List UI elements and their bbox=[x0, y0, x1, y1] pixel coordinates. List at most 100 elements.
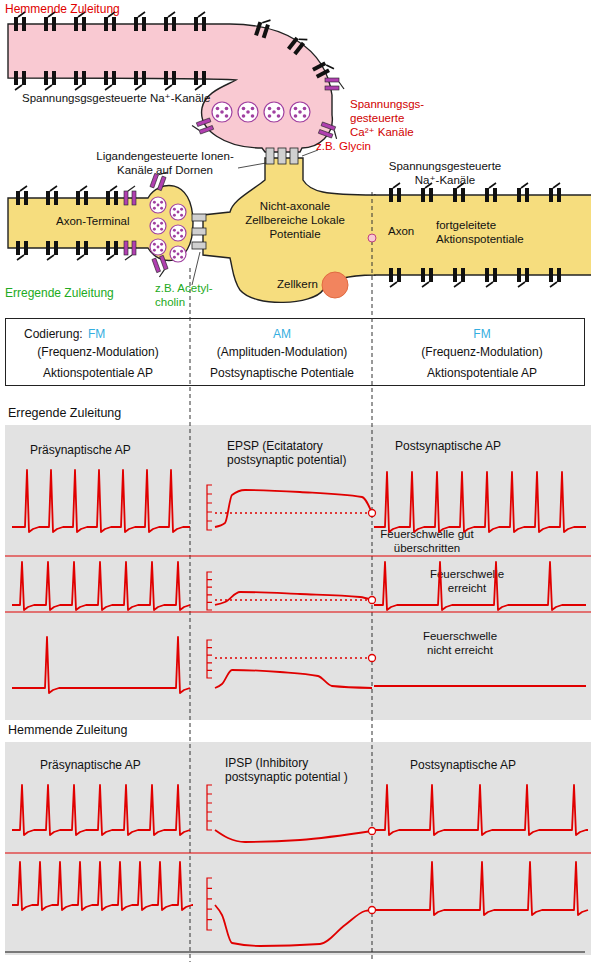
channel-part bbox=[202, 17, 206, 31]
channel-part bbox=[112, 17, 116, 31]
channel-part bbox=[199, 125, 214, 134]
channel-part bbox=[52, 71, 56, 85]
synaptic-vesicle bbox=[264, 102, 284, 122]
node-text: (Frequenz-Modulation) bbox=[421, 345, 542, 359]
channel-gate bbox=[138, 12, 145, 17]
channel-part bbox=[74, 17, 78, 31]
channel-part bbox=[52, 17, 56, 31]
channel-part bbox=[14, 71, 18, 85]
transmitter-dot bbox=[268, 107, 272, 111]
channel-part bbox=[164, 71, 168, 85]
channel-gate bbox=[198, 12, 205, 17]
transmitter-dot bbox=[246, 110, 250, 114]
channel-gate bbox=[75, 85, 82, 90]
channel-part bbox=[82, 71, 86, 85]
node-text: (Amplituden-Modulation) bbox=[217, 345, 348, 359]
channel-part bbox=[254, 21, 262, 36]
node-text: AM bbox=[273, 327, 291, 341]
channel-gate bbox=[80, 186, 87, 191]
leader-line bbox=[302, 150, 318, 156]
cell-body: ZellkernNicht-axonale Zellbereiche Lokal… bbox=[195, 150, 377, 310]
channel-part bbox=[325, 86, 339, 90]
node-text: Axon bbox=[388, 225, 414, 239]
channel-gate bbox=[15, 85, 22, 90]
sodium-channel bbox=[134, 71, 146, 90]
channel-part bbox=[44, 71, 48, 85]
channel-part bbox=[196, 118, 211, 127]
node-text: Postsynaptische AP bbox=[410, 758, 516, 772]
channel-part bbox=[112, 71, 116, 85]
channel-part bbox=[312, 61, 326, 71]
channel-gate bbox=[45, 85, 52, 90]
sodium-channel bbox=[104, 71, 116, 90]
transmitter-dot bbox=[272, 110, 276, 114]
channel-gate bbox=[262, 18, 270, 25]
node-text: (Frequenz-Modulation) bbox=[37, 345, 158, 359]
annotation-label: Ligandengesteuerte Ionen-Kanäle auf Dorn… bbox=[90, 150, 240, 178]
node-text: Präsynaptische AP bbox=[40, 758, 141, 772]
node-text: Feuerschwelle nicht erreicht bbox=[415, 630, 505, 658]
channel-part bbox=[152, 258, 161, 273]
transmitter-dot bbox=[303, 107, 307, 111]
sodium-channel bbox=[44, 71, 56, 90]
sodium-channel bbox=[134, 12, 146, 31]
transmitter-dot bbox=[251, 114, 255, 118]
channel-gate bbox=[326, 63, 334, 72]
channel-gate bbox=[390, 282, 397, 287]
node-text: Zellkern bbox=[277, 278, 318, 292]
channel-gate bbox=[165, 85, 172, 90]
leader-line bbox=[238, 163, 266, 168]
channel-part bbox=[82, 17, 86, 31]
channel-gate bbox=[107, 255, 114, 260]
channel-part bbox=[318, 129, 333, 138]
transmitter-dot bbox=[303, 114, 307, 118]
node-text: FM bbox=[88, 327, 105, 341]
channel-gate bbox=[135, 85, 142, 90]
channel-part bbox=[22, 71, 26, 85]
axon: Axonfortgeleitete Aktionspotentiale bbox=[374, 195, 591, 275]
inhibitory-axon bbox=[8, 24, 332, 152]
transmitter-dot bbox=[242, 107, 246, 111]
node-text: Feuerschwelle erreicht bbox=[422, 568, 512, 596]
channel-gate bbox=[553, 183, 560, 188]
channel-part bbox=[104, 71, 108, 85]
annotation-label: z.B. Acetyl- cholin bbox=[155, 282, 230, 310]
annotation-label: z.B. Glycin bbox=[316, 140, 371, 154]
sodium-channel bbox=[194, 12, 206, 31]
channel-gate bbox=[158, 270, 166, 277]
channel-gate bbox=[125, 255, 132, 260]
node-text: Postsynaptische Potentiale bbox=[210, 366, 354, 380]
node-text: FM bbox=[473, 327, 490, 341]
channel-part bbox=[202, 71, 206, 85]
channel-part bbox=[104, 17, 108, 31]
channel-gate bbox=[17, 255, 24, 260]
node-text: Hemmende Zuleitung bbox=[8, 723, 128, 738]
annotation-label: Spannungsgsgesteuerte Na⁺-Kanäle bbox=[22, 92, 210, 106]
channel-gate bbox=[518, 282, 525, 287]
annotation-label: Spannungsgs- gesteuerte Ca²⁺ Kanäle bbox=[350, 98, 428, 139]
transmitter-dot bbox=[251, 107, 255, 111]
axon-terminal: Axon-Terminal bbox=[8, 178, 195, 268]
channel-gate bbox=[50, 186, 57, 191]
transmitter-dot bbox=[298, 110, 302, 114]
excitatory-panel: Erregende ZuleitungPräsynaptische APEPSP… bbox=[5, 425, 591, 720]
channel-part bbox=[14, 17, 18, 31]
synaptic-vesicle bbox=[238, 102, 258, 122]
channel-part bbox=[293, 42, 305, 55]
coding-table: Codierung:FM(Frequenz-Modulation)Aktions… bbox=[5, 318, 585, 386]
channel-gate bbox=[299, 35, 308, 43]
node-text: Feuerschwelle gut überschritten bbox=[375, 528, 480, 556]
channel-part bbox=[172, 17, 176, 31]
channel-part bbox=[142, 17, 146, 31]
channel-gate bbox=[489, 183, 496, 188]
nucleus-circle bbox=[322, 272, 348, 298]
transmitter-dot bbox=[268, 114, 272, 118]
node-text: Codierung: bbox=[24, 327, 83, 341]
sodium-channel bbox=[164, 71, 176, 90]
sodium-channel bbox=[254, 17, 271, 39]
transmitter-dot bbox=[216, 107, 220, 111]
membrane-fill bbox=[374, 195, 591, 275]
channel-gate bbox=[110, 186, 117, 191]
channel-part bbox=[164, 17, 168, 31]
